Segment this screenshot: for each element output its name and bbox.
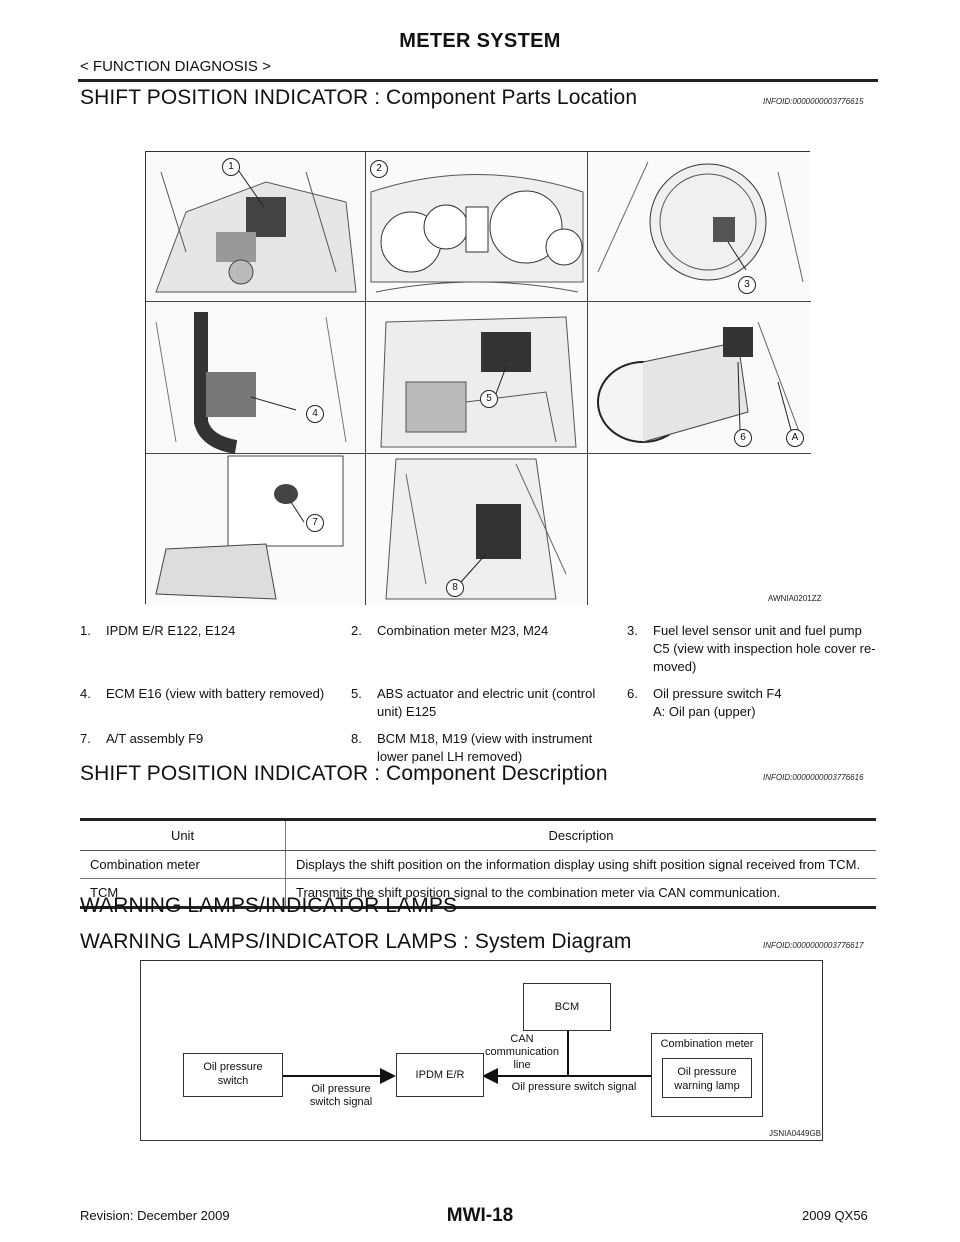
figure-code: AWNIA0201ZZ (768, 594, 822, 603)
component-location-figure: 1 2 3 4 (145, 151, 822, 605)
part-text: ECM E16 (view with battery removed) (106, 686, 325, 701)
photo-fuel-level-sensor: 3 (588, 152, 811, 302)
part-text: IPDM E/R E122, E124 (106, 623, 236, 638)
part-num: 1. (80, 623, 91, 638)
photo-engine-room: 1 (146, 152, 366, 302)
section-title-system-diagram: WARNING LAMPS/INDICATOR LAMPS : System D… (80, 930, 632, 953)
info-id: INFOID:0000000003776615 (763, 97, 864, 106)
callout-7: 7 (306, 514, 324, 532)
part-num: 8. (351, 731, 362, 746)
callout-8: 8 (446, 579, 464, 597)
oil-pressure-warning-lamp-box: Oil pressure warning lamp (662, 1058, 752, 1098)
part-num: 2. (351, 623, 362, 638)
footer-model: 2009 QX56 (802, 1208, 868, 1223)
bcm-box: BCM (523, 983, 611, 1031)
cell-description: Displays the shift position on the infor… (285, 850, 876, 879)
part-text: Oil pressure switch F4 A: Oil pan (upper… (653, 686, 782, 719)
callout-5: 5 (480, 390, 498, 408)
photo-bcm: 8 (366, 454, 588, 605)
section-title-warning-lamps: WARNING LAMPS/INDICATOR LAMPS (80, 894, 458, 917)
part-text: BCM M18, M19 (view with instrument lower… (377, 731, 593, 764)
section-title-parts-location: SHIFT POSITION INDICATOR : Component Par… (80, 86, 638, 109)
figure-empty-cell: AWNIA0201ZZ (588, 454, 822, 605)
callout-6: 6 (734, 429, 752, 447)
ipdm-er-box: IPDM E/R (396, 1053, 484, 1097)
parts-row: 1. IPDM E/R E122, E124 2. Combination me… (80, 622, 880, 685)
part-text: Combination meter M23, M24 (377, 623, 549, 638)
part-num: 7. (80, 731, 91, 746)
photo-abs-actuator: 5 (366, 302, 588, 454)
breadcrumb: < FUNCTION DIAGNOSIS > (80, 58, 271, 75)
part-text: Fuel level sensor unit and fuel pump C5 … (653, 623, 876, 674)
cell-description: Transmits the shift position signal to t… (285, 878, 876, 909)
parts-list: 1. IPDM E/R E122, E124 2. Combination me… (80, 622, 880, 775)
diagram-code: JSNIA0449GB (769, 1129, 822, 1138)
section-title-component-description: SHIFT POSITION INDICATOR : Component Des… (80, 762, 608, 785)
part-text: A/T assembly F9 (106, 731, 204, 746)
oil-pressure-switch-box: Oil pressure switch (183, 1053, 283, 1097)
photo-oil-pressure-switch: 6 A (588, 302, 811, 454)
combination-meter-label: Combination meter (660, 1038, 754, 1050)
table-header-row: Unit Description (80, 818, 876, 851)
column-header-unit: Unit (80, 818, 286, 851)
combination-meter-box: Combination meter Oil pressure warning l… (651, 1033, 763, 1117)
info-id: INFOID:0000000003776616 (763, 773, 864, 782)
system-diagram: Oil pressure switch Oil pressure switch … (140, 960, 823, 1141)
part-num: 4. (80, 686, 91, 701)
callout-a: A (786, 429, 804, 447)
part-num: 5. (351, 686, 362, 701)
component-description-table: Unit Description Combination meter Displ… (80, 818, 876, 909)
table-row: TCM Transmits the shift position signal … (80, 878, 876, 909)
part-num: 6. (627, 686, 638, 701)
callout-1: 1 (222, 158, 240, 176)
photo-ecm: 4 (146, 302, 366, 454)
callout-3: 3 (738, 276, 756, 294)
callout-4: 4 (306, 405, 324, 423)
oil-pressure-switch-signal-label-2: Oil pressure switch signal (511, 1081, 637, 1093)
header-rule (78, 79, 878, 82)
part-num: 3. (627, 623, 638, 638)
part-text: ABS actuator and electric unit (control … (377, 686, 596, 719)
cell-unit: TCM (80, 878, 286, 909)
can-communication-line-label: CAN communication line (485, 1033, 559, 1071)
photo-at-assembly: 7 (146, 454, 366, 605)
parts-row: 7. A/T assembly F9 8. BCM M18, M19 (view… (80, 730, 880, 775)
photo-combination-meter: 2 (366, 152, 588, 302)
footer-page-number: MWI-18 (446, 1205, 514, 1226)
parts-row: 4. ECM E16 (view with battery removed) 5… (80, 685, 880, 730)
callout-2: 2 (370, 160, 388, 178)
part-text (653, 730, 880, 775)
table-row: Combination meter Displays the shift pos… (80, 850, 876, 879)
info-id: INFOID:0000000003776617 (763, 941, 864, 950)
page-title: METER SYSTEM (399, 30, 561, 52)
part-num (627, 730, 653, 775)
column-header-description: Description (285, 818, 876, 851)
cell-unit: Combination meter (80, 850, 286, 879)
footer-revision: Revision: December 2009 (80, 1208, 230, 1223)
oil-pressure-switch-signal-label: Oil pressure switch signal (309, 1083, 373, 1108)
